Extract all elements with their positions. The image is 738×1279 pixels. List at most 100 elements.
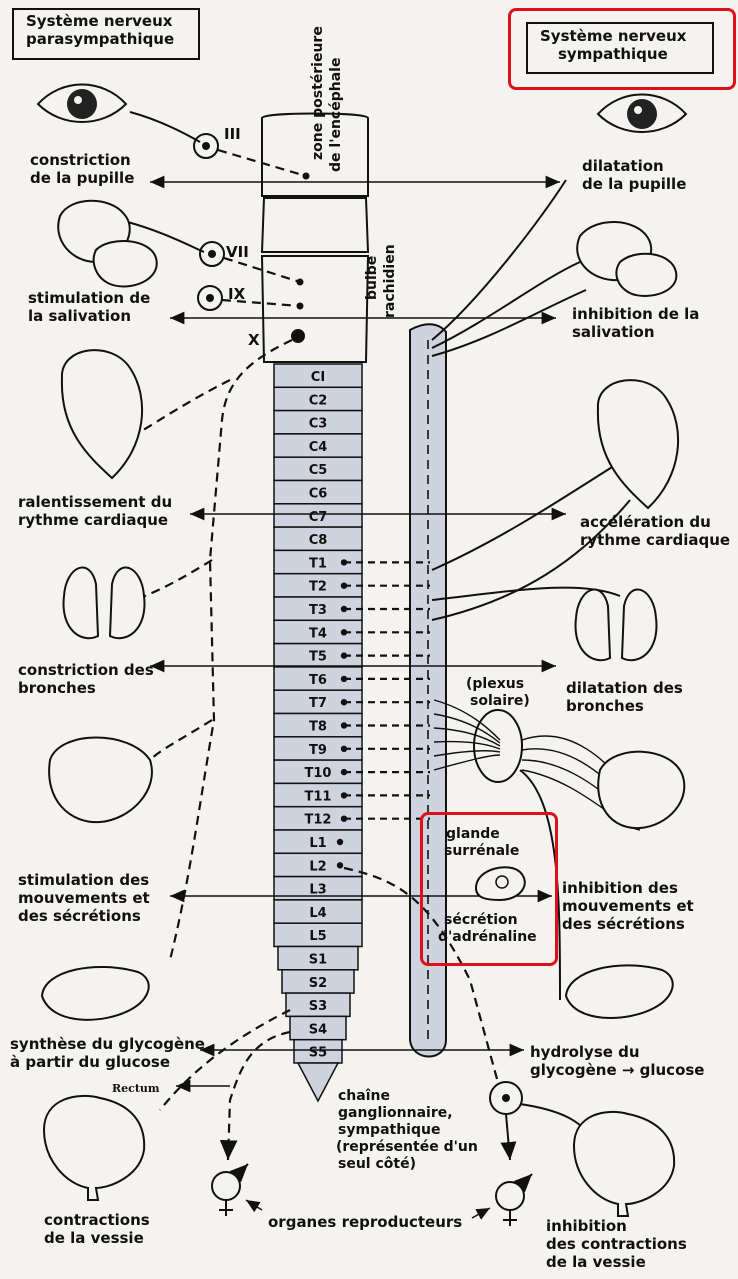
segment-label-L4: L4: [309, 906, 326, 921]
lumbar-nucleus-L2: [337, 862, 343, 868]
segment-label-C5: C5: [309, 463, 328, 478]
lumbar-nucleus-L1: [337, 839, 343, 845]
right-heart: [598, 380, 678, 508]
segment-label-L2: L2: [309, 859, 326, 874]
right-effect-pupil-2: de la pupille: [582, 176, 686, 193]
right-eye-iris: [627, 99, 657, 129]
right-eye-highlight: [634, 106, 642, 114]
left-salivary-gland-2: [94, 241, 157, 287]
left-lung-r: [110, 567, 144, 638]
reproductive-left-circle: [212, 1172, 240, 1200]
right-bladder: [574, 1112, 674, 1216]
sacral-reproductive-nerve: [228, 1032, 290, 1160]
segment-label-S4: S4: [309, 1022, 327, 1037]
right-effect-heart-2: rythme cardiaque: [580, 532, 730, 549]
parasympathetic-title-line-2: parasympathique: [26, 31, 174, 48]
right-effect-digestion-3: des sécrétions: [562, 916, 685, 933]
right-effect-glycogen-1: hydrolyse du: [530, 1044, 640, 1061]
right-lung-r: [622, 589, 656, 660]
nucleus-VII: [297, 279, 304, 286]
segment-label-T10: T10: [305, 766, 332, 781]
nerve-III-label: III: [224, 126, 241, 143]
left-effect-bladder-2: de la vessie: [44, 1230, 144, 1247]
plexus-label-1: (plexus: [466, 676, 524, 692]
right-effect-bladder-1: inhibition: [546, 1218, 627, 1235]
thoracic-nucleus-T4: [341, 629, 347, 635]
right-stomach: [598, 752, 684, 828]
pelvic-ganglion-right-core: [502, 1094, 510, 1102]
reproductive-right-circle: [496, 1182, 524, 1210]
left-bladder: [44, 1096, 144, 1200]
sympathetic-title-line-1: Système nerveux: [540, 28, 686, 45]
chain-label-2: ganglionnaire,: [338, 1105, 453, 1121]
left-lung-l: [64, 567, 98, 638]
left-liver: [42, 967, 149, 1020]
spinal-tail: [298, 1063, 338, 1101]
reproductive-label: organes reproducteurs: [268, 1214, 462, 1231]
bulbe-label-1: bulbe: [364, 256, 380, 300]
segment-label-CI: CI: [311, 370, 325, 385]
right-effect-pupil-1: dilatation: [582, 158, 664, 175]
thoracic-nucleus-T1: [341, 559, 347, 565]
segment-label-L1: L1: [309, 836, 326, 851]
parasympathetic-title-line-1: Système nerveux: [26, 13, 172, 30]
right-effect-bronchi-1: dilatation des: [566, 680, 683, 697]
chain-label-4: (représentée d'un: [336, 1139, 478, 1155]
right-effect-saliva-2: salivation: [572, 324, 655, 341]
cranial-ganglion-core-2: [206, 294, 214, 302]
posterior-brain-label-2: de l'encéphale: [328, 58, 344, 172]
left-effect-saliva-2: la salivation: [28, 308, 131, 325]
segment-label-C4: C4: [309, 440, 328, 455]
segment-label-T4: T4: [309, 626, 327, 641]
right-lung-l: [576, 589, 610, 660]
thoracic-nucleus-T3: [341, 606, 347, 612]
nucleus-X: [291, 329, 305, 343]
segment-label-C7: C7: [309, 510, 328, 525]
segment-label-T7: T7: [309, 696, 327, 711]
segment-label-T12: T12: [305, 813, 332, 828]
reproductive-right-male-arrow: [520, 1174, 532, 1186]
left-eye-highlight: [74, 96, 82, 104]
thoracic-nucleus-T8: [341, 722, 347, 728]
segment-label-T6: T6: [309, 673, 327, 688]
sympathetic-title-line-2: sympathique: [558, 46, 668, 63]
chain-label-3: sympathique: [338, 1122, 440, 1138]
symp-saliva-nerve-2: [432, 290, 586, 356]
segment-label-S1: S1: [309, 953, 327, 968]
reproductive-right-pointer: [472, 1208, 490, 1218]
thoracic-nucleus-T12: [341, 816, 347, 822]
vagus-stomach-branch: [150, 720, 212, 760]
segment-label-T2: T2: [309, 580, 327, 595]
segment-label-T8: T8: [309, 720, 327, 735]
sacral-bladder-nerve: [160, 1010, 290, 1110]
symp-reproductive-nerve: [506, 1114, 510, 1160]
segment-label-S2: S2: [309, 976, 327, 991]
thoracic-nucleus-T9: [341, 746, 347, 752]
nerve-X-label: X: [248, 332, 260, 349]
left-effect-bronchi-2: bronches: [18, 680, 96, 697]
chain-label-1: chaîne: [338, 1088, 390, 1104]
symp-saliva-nerve-1: [432, 262, 580, 348]
left-effect-pupil-2: de la pupille: [30, 170, 134, 187]
right-salivary-gland-2: [616, 254, 676, 296]
segment-label-S5: S5: [309, 1046, 327, 1061]
left-effect-pupil-1: constriction: [30, 152, 131, 169]
reproductive-left-male-arrow: [236, 1164, 248, 1176]
right-effect-bladder-2: des contractions: [546, 1236, 687, 1253]
thoracic-nucleus-T10: [341, 769, 347, 775]
adrenal-gland-label-2: surrénale: [444, 843, 519, 859]
plexus-label-2: solaire): [470, 693, 530, 709]
segment-label-C8: C8: [309, 533, 328, 548]
left-effect-digestion-3: des sécrétions: [18, 908, 141, 925]
left-stomach: [49, 738, 152, 823]
segment-label-C2: C2: [309, 393, 328, 408]
segment-label-T9: T9: [309, 743, 327, 758]
thoracic-nucleus-T2: [341, 583, 347, 589]
left-effect-digestion-1: stimulation des: [18, 872, 149, 889]
left-effect-saliva-1: stimulation de: [28, 290, 150, 307]
left-effect-bronchi-1: constriction des: [18, 662, 154, 679]
left-effect-digestion-2: mouvements et: [18, 890, 150, 907]
chain-label-5: seul côté): [338, 1156, 416, 1172]
adrenaline-label-1: sécrétion: [444, 912, 518, 928]
